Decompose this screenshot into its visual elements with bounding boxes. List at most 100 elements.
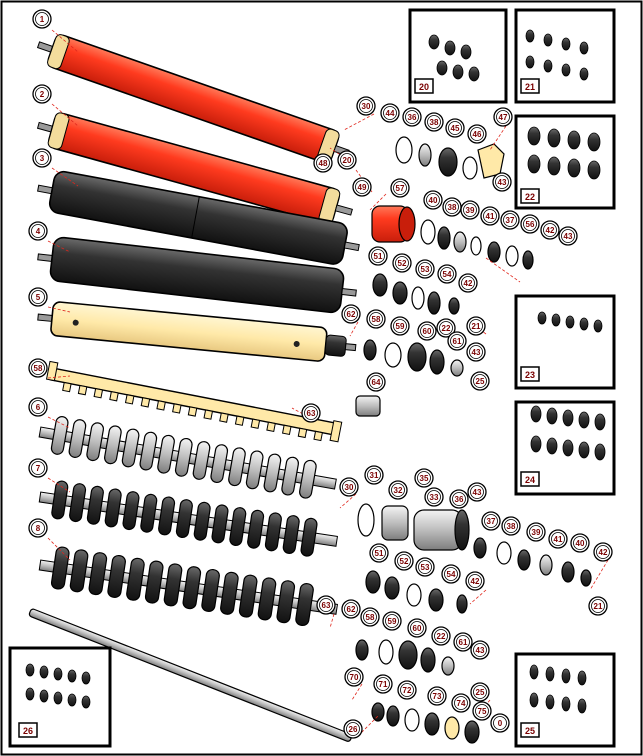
callout-badge: 61: [453, 632, 473, 652]
callout-badge: 26: [343, 719, 363, 739]
callout-number: 54: [447, 570, 456, 579]
callout-number: 0: [498, 719, 503, 728]
callout-number: 7: [36, 464, 41, 473]
callout-badge: 21: [588, 596, 608, 616]
inset-number: 21: [525, 82, 535, 92]
callout-number: 33: [430, 493, 439, 502]
callout-badge: 25: [470, 371, 490, 391]
callout-badge: 5: [28, 287, 48, 307]
inset-number: 23: [525, 370, 535, 380]
callout-badge: 8: [28, 518, 48, 538]
callout-number: 75: [478, 707, 487, 716]
callout-badge: 36: [402, 107, 422, 127]
callout-badge: 6: [28, 397, 48, 417]
callout-badge: 44: [380, 103, 400, 123]
callout-number: 64: [372, 378, 381, 387]
callout-number: 22: [437, 632, 446, 641]
callout-number: 8: [36, 524, 41, 533]
callout-badge: 52: [394, 551, 414, 571]
callout-badge: 38: [501, 516, 521, 536]
callout-badge: 51: [368, 246, 388, 266]
callout-badge: 1: [32, 9, 52, 29]
callout-number: 3: [40, 154, 45, 163]
callout-badge: 47: [493, 107, 513, 127]
leader-line: [343, 113, 375, 131]
callout-number: 41: [486, 212, 495, 221]
inset-tag: 22: [520, 188, 540, 204]
leader-line: [329, 147, 349, 161]
callout-badge: 4: [28, 221, 48, 241]
callout-badge: 60: [407, 618, 427, 638]
callout-number: 37: [487, 517, 496, 526]
callout-number: 21: [594, 602, 603, 611]
callout-number: 42: [464, 279, 473, 288]
drive-shaft: [28, 608, 353, 742]
callout-badge: 42: [458, 273, 478, 293]
callout-number: 60: [413, 624, 422, 633]
callout-number: 59: [396, 322, 405, 331]
callout-number: 70: [350, 673, 359, 682]
callout-number: 56: [526, 220, 535, 229]
comb-bracket-58: [45, 360, 343, 443]
callout-number: 30: [362, 102, 371, 111]
callout-number: 38: [448, 203, 457, 212]
callout-badge: 45: [445, 118, 465, 138]
callout-badge: 36: [449, 489, 469, 509]
callout-number: 60: [423, 327, 432, 336]
leader-line: [51, 167, 79, 187]
callout-number: 43: [472, 348, 481, 357]
callout-number: 22: [442, 324, 451, 333]
callout-number: 45: [451, 124, 460, 133]
callout-badge: 46: [467, 124, 487, 144]
callout-badge: 43: [467, 482, 487, 502]
callout-badge: 58: [366, 309, 386, 329]
callout-number: 62: [347, 310, 356, 319]
callout-number: 40: [429, 196, 438, 205]
leader-line: [51, 29, 79, 53]
callout-badge: 61: [447, 331, 467, 351]
callout-number: 72: [403, 686, 412, 695]
callout-number: 5: [36, 293, 41, 302]
callout-number: 43: [476, 646, 485, 655]
inset-number: 24: [525, 475, 535, 485]
inset-number: 22: [525, 192, 535, 202]
callout-badge: 43: [558, 226, 578, 246]
leader-line: [47, 306, 71, 313]
parts-upper: [355, 136, 534, 417]
callout-number: 58: [366, 613, 375, 622]
callout-number: 61: [453, 337, 462, 346]
callout-number: 31: [370, 471, 379, 480]
callout-badge: 59: [390, 316, 410, 336]
leader-line: [485, 257, 521, 283]
callout-badge: 62: [341, 599, 361, 619]
callout-number: 48: [319, 159, 328, 168]
callout-number: 62: [347, 605, 356, 614]
leader-line: [369, 193, 387, 211]
callout-badge: 58: [360, 607, 380, 627]
callout-number: 26: [349, 725, 358, 734]
leader-lines: [47, 29, 609, 737]
callout-badge: 72: [397, 680, 417, 700]
callout-badge: 33: [424, 487, 444, 507]
callout-badge: 53: [415, 259, 435, 279]
callout-badge: 59: [382, 611, 402, 631]
callout-badge: 54: [437, 264, 457, 284]
callout-badge: 41: [548, 529, 568, 549]
callout-number: 54: [443, 270, 452, 279]
callout-number: 25: [476, 688, 485, 697]
inset-tag: 26: [18, 722, 38, 738]
callout-number: 36: [408, 113, 417, 122]
callout-badge: 60: [417, 321, 437, 341]
callout-number: 35: [420, 474, 429, 483]
callout-badge: 25: [470, 682, 490, 702]
callout-badge: 38: [442, 197, 462, 217]
callout-badge: 22: [436, 318, 456, 338]
callout-badge: 64: [366, 372, 386, 392]
leader-line: [339, 493, 357, 509]
callout-number: 6: [36, 403, 41, 412]
inset-tag: 20: [414, 78, 434, 94]
callout-number: 39: [466, 206, 475, 215]
callout-badge: 42: [593, 542, 613, 562]
callout-number: 51: [374, 252, 383, 261]
